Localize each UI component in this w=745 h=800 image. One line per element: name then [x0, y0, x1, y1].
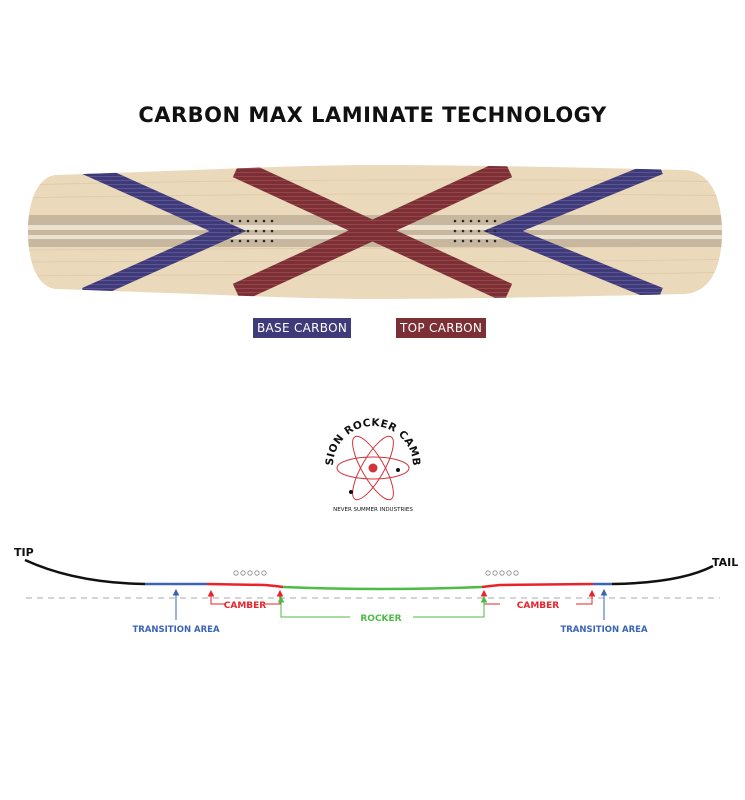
transition-annotation-right — [600, 588, 608, 620]
tail-label: TAIL — [712, 556, 738, 569]
legend-top-carbon: TOP CARBON — [396, 318, 487, 338]
base-carbon-strip — [81, 165, 247, 299]
insert-holes-right — [453, 219, 497, 243]
transition-annotation-left — [172, 588, 180, 620]
tip-label: TIP — [14, 546, 34, 559]
transition-label-right: TRANSITION AREA — [560, 625, 648, 635]
insert-holes-left — [230, 219, 274, 243]
legend-base-carbon: BASE CARBON — [253, 318, 352, 338]
binding-holes-right — [485, 570, 519, 576]
camber-segment-right — [481, 582, 594, 589]
tail-profile-segment — [611, 564, 714, 586]
rocker-label: ROCKER — [360, 614, 401, 624]
base-carbon-strip — [483, 165, 663, 299]
binding-holes-left — [233, 570, 267, 576]
logo-bottom-text: NEVER SUMMER INDUSTRIES — [333, 507, 413, 513]
page-title: CARBON MAX LAMINATE TECHNOLOGY — [138, 103, 607, 127]
rocker-camber-profile: TIP TAIL CAMBER CAMBER ROCKER — [14, 546, 738, 635]
top-carbon-strip — [232, 165, 513, 299]
camber-label-left: CAMBER — [224, 601, 267, 611]
tip-profile-segment — [24, 558, 146, 586]
rocker-segment — [282, 585, 483, 591]
snowboard-top-view — [28, 165, 722, 299]
atom-icon — [336, 435, 410, 501]
transition-label-left: TRANSITION AREA — [132, 625, 220, 635]
rocker-annotation — [277, 595, 488, 618]
camber-label-right: CAMBER — [517, 601, 560, 611]
camber-segment-left — [206, 582, 284, 589]
